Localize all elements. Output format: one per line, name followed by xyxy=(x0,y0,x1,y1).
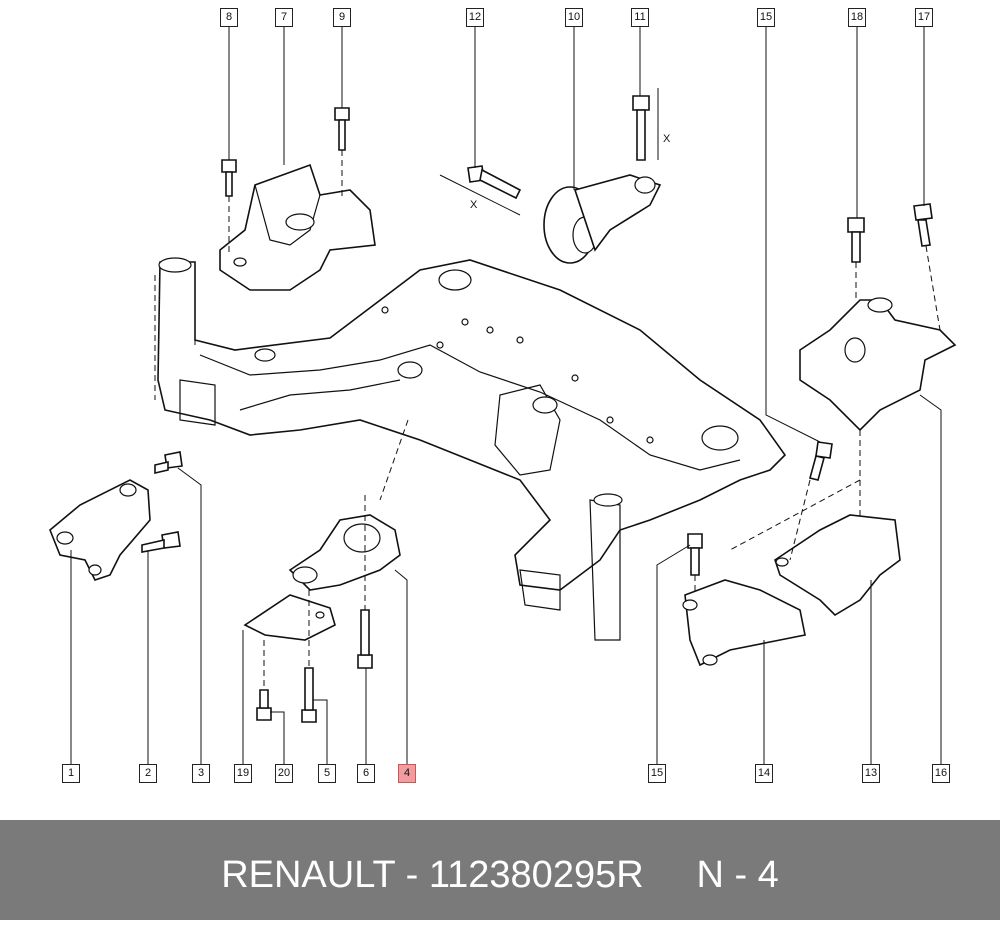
callout-2: 2 xyxy=(139,764,157,783)
bracket-19 xyxy=(243,594,336,641)
callout-5: 5 xyxy=(318,764,336,783)
callout-17: 17 xyxy=(915,8,933,27)
callout-12: 12 xyxy=(466,8,484,27)
bolt-6 xyxy=(357,609,373,669)
callout-18: 18 xyxy=(848,8,866,27)
bracket-14 xyxy=(682,579,806,667)
bolt-12 xyxy=(467,165,522,200)
bolt-20 xyxy=(256,689,272,721)
exploded-parts-diagram: X X xyxy=(49,26,957,764)
center-mount-4 xyxy=(288,514,401,591)
bracket-front-left xyxy=(49,479,151,581)
callout-6: 6 xyxy=(357,764,375,783)
bolt-9 xyxy=(334,107,350,151)
dimension-mark-right: X xyxy=(663,133,671,145)
callout-7: 7 xyxy=(275,8,293,27)
subframe xyxy=(154,257,787,641)
callout-14: 14 xyxy=(755,764,773,783)
engine-mount-left xyxy=(219,163,376,291)
callout-20: 20 xyxy=(275,764,293,783)
callout-19: 19 xyxy=(234,764,252,783)
engine-mount-right xyxy=(799,297,957,432)
callout-15-top: 15 xyxy=(757,8,775,27)
bolt-2 xyxy=(141,531,181,553)
bolt-11 xyxy=(632,95,650,161)
bolt-8 xyxy=(221,159,237,197)
bolt-17 xyxy=(913,203,933,247)
callout-11: 11 xyxy=(631,8,649,27)
dimension-mark-left: X xyxy=(470,199,478,211)
part-number-caption: RENAULT - 112380295R N - 4 xyxy=(221,854,779,896)
callout-8: 8 xyxy=(220,8,238,27)
footer-bar: RENAULT - 112380295R N - 4 xyxy=(0,820,1000,920)
bolt-3 xyxy=(154,451,183,475)
bolt-5 xyxy=(301,667,317,723)
callout-4-highlighted: 4 xyxy=(398,764,416,783)
torque-rod xyxy=(543,174,662,264)
callout-15-bottom: 15 xyxy=(648,764,666,783)
callout-3: 3 xyxy=(192,764,210,783)
callout-10: 10 xyxy=(565,8,583,27)
callout-9: 9 xyxy=(333,8,351,27)
callout-13: 13 xyxy=(862,764,880,783)
callout-16: 16 xyxy=(932,764,950,783)
bolt-15 xyxy=(687,441,833,576)
bracket-13 xyxy=(774,514,901,617)
bolt-18 xyxy=(847,217,865,263)
callout-1: 1 xyxy=(62,764,80,783)
